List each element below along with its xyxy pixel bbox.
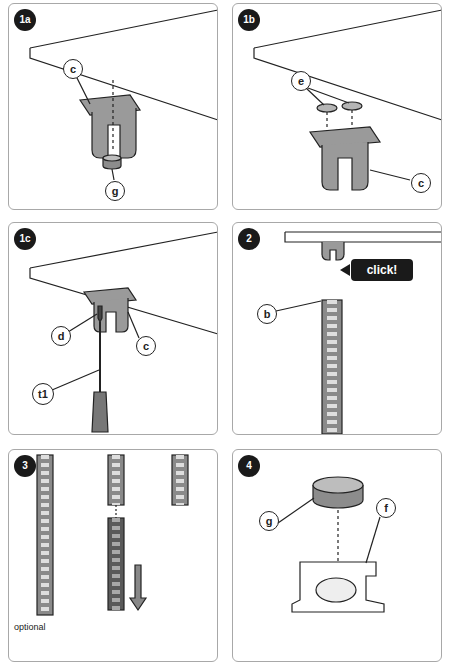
callout-text: e [298, 75, 304, 87]
step-number: 3 [14, 455, 36, 477]
screwdriver-handle [92, 392, 108, 432]
table-edge [285, 232, 442, 242]
callout-text: c [143, 340, 149, 352]
step-number: 1a [14, 9, 36, 31]
guide-line [112, 80, 113, 152]
click-label: click! [351, 259, 413, 281]
leader-line [278, 498, 314, 523]
table-edge [30, 10, 218, 120]
cable-spine [37, 455, 53, 615]
guide-line [337, 510, 338, 570]
adhesive-pad [317, 104, 337, 112]
step-panel: 2 click! b [232, 222, 442, 435]
callout-letter: g [105, 181, 125, 201]
step-number: 1b [238, 9, 260, 31]
step-number: 1c [14, 228, 36, 250]
callout-letter: d [51, 326, 71, 346]
leader-line [366, 517, 380, 563]
leader-line [308, 88, 349, 103]
leader-line [276, 301, 321, 311]
step-panel: 1b e c [232, 3, 442, 210]
click-text: click! [367, 263, 398, 277]
callout-letter: e [291, 71, 311, 91]
callout-text: c [418, 177, 424, 189]
callout-letter: b [257, 304, 277, 324]
callout-text: d [58, 330, 65, 342]
leader-line [68, 314, 97, 332]
bracket-clip [322, 142, 368, 190]
leader-line [112, 169, 114, 180]
down-arrow [130, 565, 146, 610]
spine-link [41, 455, 49, 615]
guide-line [115, 505, 116, 518]
adhesive-pad [342, 102, 362, 110]
callout-letter: t1 [32, 383, 54, 405]
step-number: 2 [238, 228, 260, 250]
cable-spine [172, 455, 188, 505]
leader-line [128, 312, 139, 338]
callout-text: g [266, 515, 273, 527]
magnet-holder [292, 562, 384, 612]
screw [98, 306, 102, 322]
cable-spine [322, 300, 342, 434]
callout-letter: g [259, 511, 279, 531]
table-edge [254, 10, 442, 120]
callout-letter: c [411, 173, 431, 193]
magnet-top [103, 155, 121, 161]
spine-link [112, 518, 120, 610]
cable-spine [108, 455, 124, 505]
bracket-clip [322, 242, 344, 260]
leader-line [370, 170, 410, 180]
cable-spine [108, 518, 124, 610]
callout-text: f [384, 502, 388, 514]
step-panel: 1c d c t1 [8, 222, 218, 435]
callout-text: c [70, 63, 76, 75]
callout-letter: c [136, 336, 156, 356]
click-pointer [340, 264, 350, 276]
note-label: optional [14, 622, 46, 632]
holder-cup [316, 578, 356, 602]
leader-line [76, 76, 90, 104]
leader-line [52, 370, 99, 390]
step-panel: 4 g f [232, 449, 442, 662]
step-number: 4 [238, 455, 260, 477]
callout-text: b [264, 308, 271, 320]
callout-text: t1 [38, 388, 48, 400]
spine-link [327, 300, 337, 434]
callout-letter: f [376, 498, 396, 518]
callout-text: g [112, 185, 119, 197]
callout-letter: c [63, 59, 83, 79]
spine-link [176, 455, 184, 505]
magnet-top [313, 477, 363, 493]
screwdriver-shaft [99, 322, 101, 392]
bracket-clip [92, 108, 136, 158]
table-edge [30, 232, 218, 334]
spine-link [112, 455, 120, 505]
step-panel: 1a c g [8, 3, 218, 210]
